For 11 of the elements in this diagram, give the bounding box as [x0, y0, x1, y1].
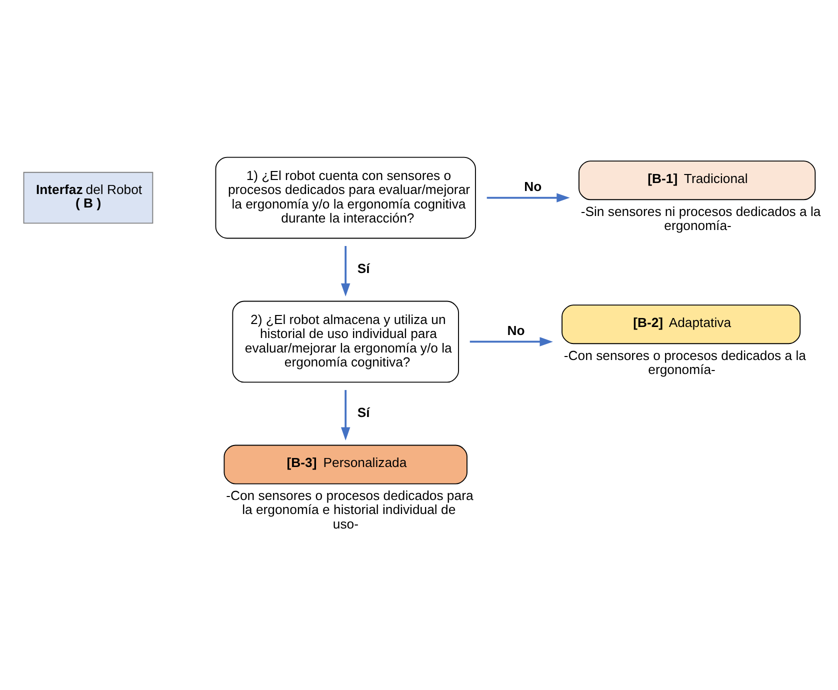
node-label: -Con sensores o procesos dedicados para la ergonomía e historial individual de uso- — [226, 488, 474, 531]
edge-label: Sí — [357, 404, 370, 420]
edge-label: Sí — [357, 260, 370, 276]
arrow — [470, 336, 553, 346]
arrow — [340, 390, 350, 440]
node-label: -Sin sensores ni procesos dedicados a la ergonomía- — [580, 203, 821, 232]
arrow — [340, 246, 350, 296]
arrow — [486, 192, 570, 202]
node-label: -Con sensores o procesos dedicados a la ergonomía- — [564, 347, 806, 376]
edge-label: No — [524, 178, 542, 194]
edge-label: No — [507, 322, 525, 338]
